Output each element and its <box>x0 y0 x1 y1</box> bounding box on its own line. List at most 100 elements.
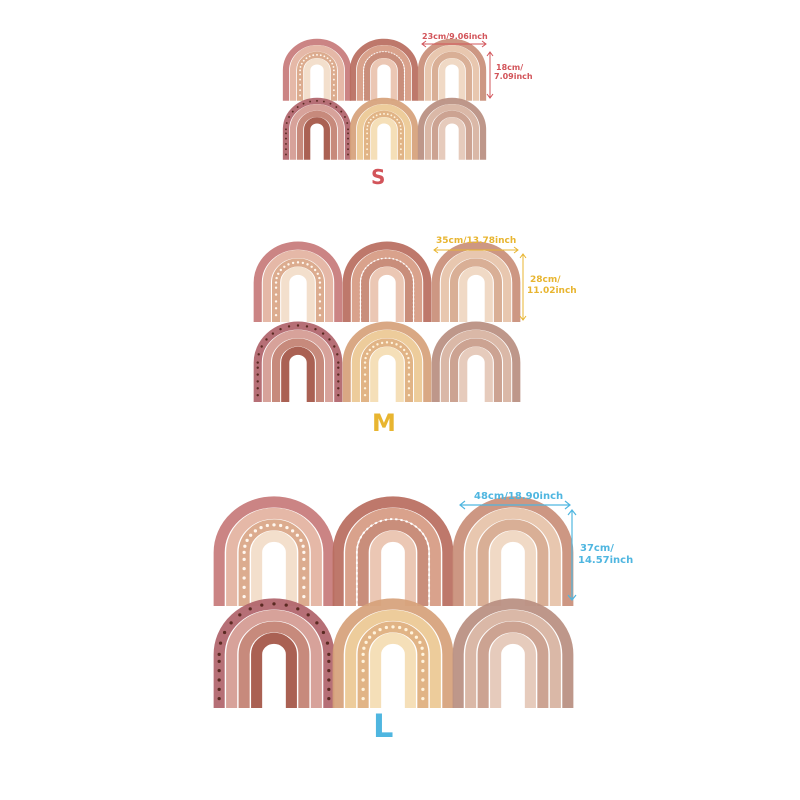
rainbow-stitch <box>355 518 431 606</box>
rainbow-band <box>459 266 493 322</box>
rainbow-dot <box>390 114 393 117</box>
rainbow-dot <box>318 276 321 280</box>
rainbow-band <box>304 58 330 101</box>
rainbow-dot <box>256 387 259 390</box>
rainbow-dot <box>277 272 280 276</box>
rainbow-band <box>271 338 325 402</box>
rainbow-band <box>477 621 549 708</box>
rainbow-dot <box>305 325 309 328</box>
rainbow-dot <box>222 630 227 635</box>
rainbow-dot <box>399 153 402 156</box>
rainbow-muted-mauve <box>431 321 521 402</box>
rainbow-dot <box>407 366 411 369</box>
rainbow-dot <box>337 393 340 397</box>
rainbow-band <box>371 58 397 101</box>
rainbow-dotted-ochre <box>342 321 432 402</box>
rainbow-dotted-pink <box>282 38 352 101</box>
rainbow-dot <box>308 55 311 58</box>
rainbow-dot <box>217 669 221 673</box>
rainbow-stitched-terracotta <box>349 38 419 101</box>
rainbow-dot <box>421 687 425 691</box>
rainbow-dot <box>242 550 246 554</box>
large-width-label: 48cm/18.90inch <box>474 491 564 502</box>
rainbow-dot <box>407 373 411 376</box>
rainbow-muted-mauve <box>417 97 487 160</box>
size-group-small <box>0 0 800 200</box>
rainbow-band <box>371 117 397 160</box>
rainbow-band <box>349 97 419 160</box>
rainbow-dot <box>332 83 335 86</box>
rainbow-dot <box>301 261 305 265</box>
rainbow-band <box>440 329 512 402</box>
rainbow-dotted-pink <box>253 241 343 322</box>
rainbow-dot <box>291 110 294 113</box>
rainbow-band <box>253 241 343 322</box>
rainbow-dot <box>279 268 283 272</box>
rainbow-band <box>459 346 493 402</box>
rainbow-dot <box>332 69 335 72</box>
rainbow-band <box>449 338 503 402</box>
rainbow-dot <box>271 332 275 335</box>
rainbow-band <box>490 632 536 708</box>
rainbow-dot <box>327 652 331 656</box>
rainbow-dot <box>274 286 278 289</box>
rainbow-dot <box>379 113 382 116</box>
rainbow-band <box>431 321 521 402</box>
rainbow-dot <box>299 89 302 92</box>
rainbow-dot <box>366 148 369 151</box>
rainbow-dot <box>361 678 365 682</box>
rainbow-dot <box>217 652 221 656</box>
rainbow-band <box>356 104 412 160</box>
rainbow-band <box>370 346 404 402</box>
rainbow-dot <box>296 607 300 611</box>
rainbow-dot <box>331 62 334 65</box>
rainbow-dot <box>249 533 253 537</box>
rainbow-dot <box>366 153 369 156</box>
rainbow-dot <box>418 640 422 645</box>
rainbow-dot <box>217 697 221 701</box>
rainbow-dot <box>361 687 365 691</box>
rainbow-dot <box>218 641 223 645</box>
rainbow-dot <box>285 122 288 124</box>
rainbow-dot <box>368 635 372 639</box>
rainbow-dot <box>305 57 308 60</box>
rainbow-band <box>360 258 414 322</box>
rainbow-dot <box>322 100 325 103</box>
rainbow-dot <box>420 646 424 650</box>
rainbow-dot <box>335 106 338 108</box>
rainbow-dot <box>385 341 389 344</box>
rainbow-dot <box>248 607 252 611</box>
rainbow-dot <box>361 659 365 663</box>
rainbow-band <box>281 266 315 322</box>
rainbow-band <box>465 507 561 606</box>
rainbow-dot <box>366 132 369 135</box>
rainbow-dot <box>407 380 411 383</box>
rainbow-band <box>282 38 352 101</box>
small-width-label: 23cm/9.06inch <box>422 32 488 41</box>
rainbow-dot <box>405 352 408 356</box>
rainbow-stitched-terracotta <box>342 241 432 322</box>
rainbow-dot <box>296 106 299 108</box>
rainbow-dotted-ochre <box>349 97 419 160</box>
rainbow-dot <box>306 263 309 266</box>
rainbow-band <box>490 530 536 606</box>
rainbow-band <box>477 519 549 606</box>
rainbow-dot <box>272 602 276 606</box>
rainbow-dot <box>361 697 365 701</box>
rainbow-dot <box>369 118 372 121</box>
rainbow-dot <box>285 137 287 140</box>
small-height-label-1: 18cm/ <box>496 63 524 72</box>
rainbow-dot <box>256 373 259 376</box>
rainbow-dot <box>285 525 289 530</box>
rainbow-dot <box>318 281 322 284</box>
large-height-arrow <box>567 509 577 601</box>
rainbow-dot <box>347 142 349 145</box>
rainbow-dot <box>275 276 278 280</box>
rainbow-dot <box>337 373 340 376</box>
rainbow-dot <box>284 603 288 607</box>
rainbow-dot <box>362 646 366 650</box>
size-letter-small: S <box>371 165 386 189</box>
rainbow-dot <box>318 293 322 296</box>
rainbow-dot <box>326 57 329 60</box>
